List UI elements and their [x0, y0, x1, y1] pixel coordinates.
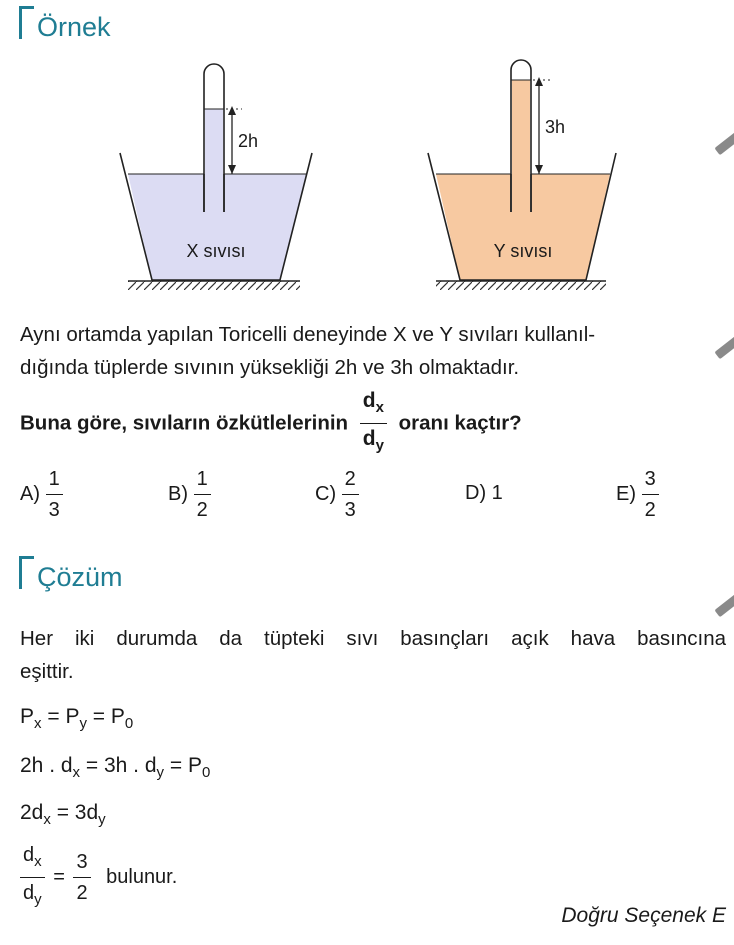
option-b-num: 1	[193, 466, 211, 495]
left-ground	[128, 281, 300, 290]
right-ground	[436, 281, 606, 290]
pencil-mark-2	[714, 333, 734, 360]
option-c-fraction: 2 3	[341, 466, 359, 523]
option-e-fraction: 3 2	[641, 466, 659, 523]
question-line-2: dığında tüplerde sıvının yüksekliği 2h v…	[20, 356, 520, 379]
solution-line-1: Her iki durumda da tüpteki sıvı basınçla…	[20, 627, 726, 650]
option-b-label: B)	[168, 483, 188, 505]
equation-1: Px = Py = P0	[20, 705, 134, 732]
prompt-before: Buna göre, sıvıların özkütlelerinin	[20, 411, 349, 435]
option-e-label: E)	[616, 483, 636, 505]
right-liquid	[436, 174, 610, 280]
option-e-num: 3	[641, 466, 659, 495]
example-heading: Örnek	[19, 6, 111, 43]
option-d[interactable]: D) 1	[465, 482, 503, 505]
option-c-den: 3	[344, 499, 356, 521]
option-b-fraction: 1 2	[193, 466, 211, 523]
prompt-frac-den: dy	[362, 427, 384, 455]
question-text: Aynı ortamda yapılan Toricelli deneyinde…	[20, 318, 595, 384]
option-c-label: C)	[315, 483, 337, 505]
solution-heading-bracket	[19, 556, 34, 589]
example-heading-text: Örnek	[37, 12, 111, 42]
solution-heading-text: Çözüm	[37, 562, 123, 592]
option-a-fraction: 1 3	[45, 466, 63, 523]
option-a-den: 3	[48, 499, 60, 521]
option-b[interactable]: B) 1 2	[168, 466, 211, 523]
solution-heading: Çözüm	[19, 556, 123, 593]
option-e[interactable]: E) 3 2	[616, 466, 659, 523]
right-liquid-label: Y sıvısı	[494, 241, 553, 261]
right-height-label: 3h	[545, 117, 565, 137]
option-b-den: 2	[196, 499, 208, 521]
option-a-num: 1	[45, 466, 63, 495]
question-prompt: Buna göre, sıvıların özkütlelerinin dx d…	[20, 388, 522, 459]
solution-line-2: eşittir.	[20, 660, 74, 683]
prompt-after: oranı kaçtır?	[398, 411, 522, 435]
pencil-mark-3	[714, 591, 734, 618]
prompt-fraction: dx dy	[359, 388, 387, 459]
left-liquid-label: X sıvısı	[186, 241, 245, 261]
option-a[interactable]: A) 1 3	[20, 466, 63, 523]
option-c-num: 2	[341, 466, 359, 495]
right-vessel: 3h Y sıvısı	[427, 59, 617, 290]
prompt-frac-num: dx	[359, 388, 387, 425]
left-height-label: 2h	[238, 131, 258, 151]
correct-answer: Doğru Seçenek E	[561, 904, 726, 927]
option-c[interactable]: C) 2 3	[315, 466, 359, 523]
left-vessel: 2h X sıvısı	[119, 63, 313, 290]
question-line-1: Aynı ortamda yapılan Toricelli deneyinde…	[20, 323, 596, 346]
solution-text: Her iki durumda da tüpteki sıvı basınçla…	[20, 622, 726, 688]
equation-3: 2dx = 3dy	[20, 801, 106, 828]
equation-4: dx dy = 3 2 bulunur.	[20, 842, 177, 913]
toricelli-figure: 2h X sıvısı 3h Y sıvısı	[119, 59, 617, 290]
left-liquid	[128, 174, 306, 280]
eq4-left-fraction: dx dy	[20, 842, 45, 913]
heading-bracket	[19, 6, 34, 39]
option-a-label: A)	[20, 483, 40, 505]
option-d-label: D) 1	[465, 482, 503, 505]
equation-2: 2h . dx = 3h . dy = P0	[20, 754, 211, 781]
eq4-right-fraction: 3 2	[73, 849, 91, 906]
option-e-den: 2	[644, 499, 656, 521]
